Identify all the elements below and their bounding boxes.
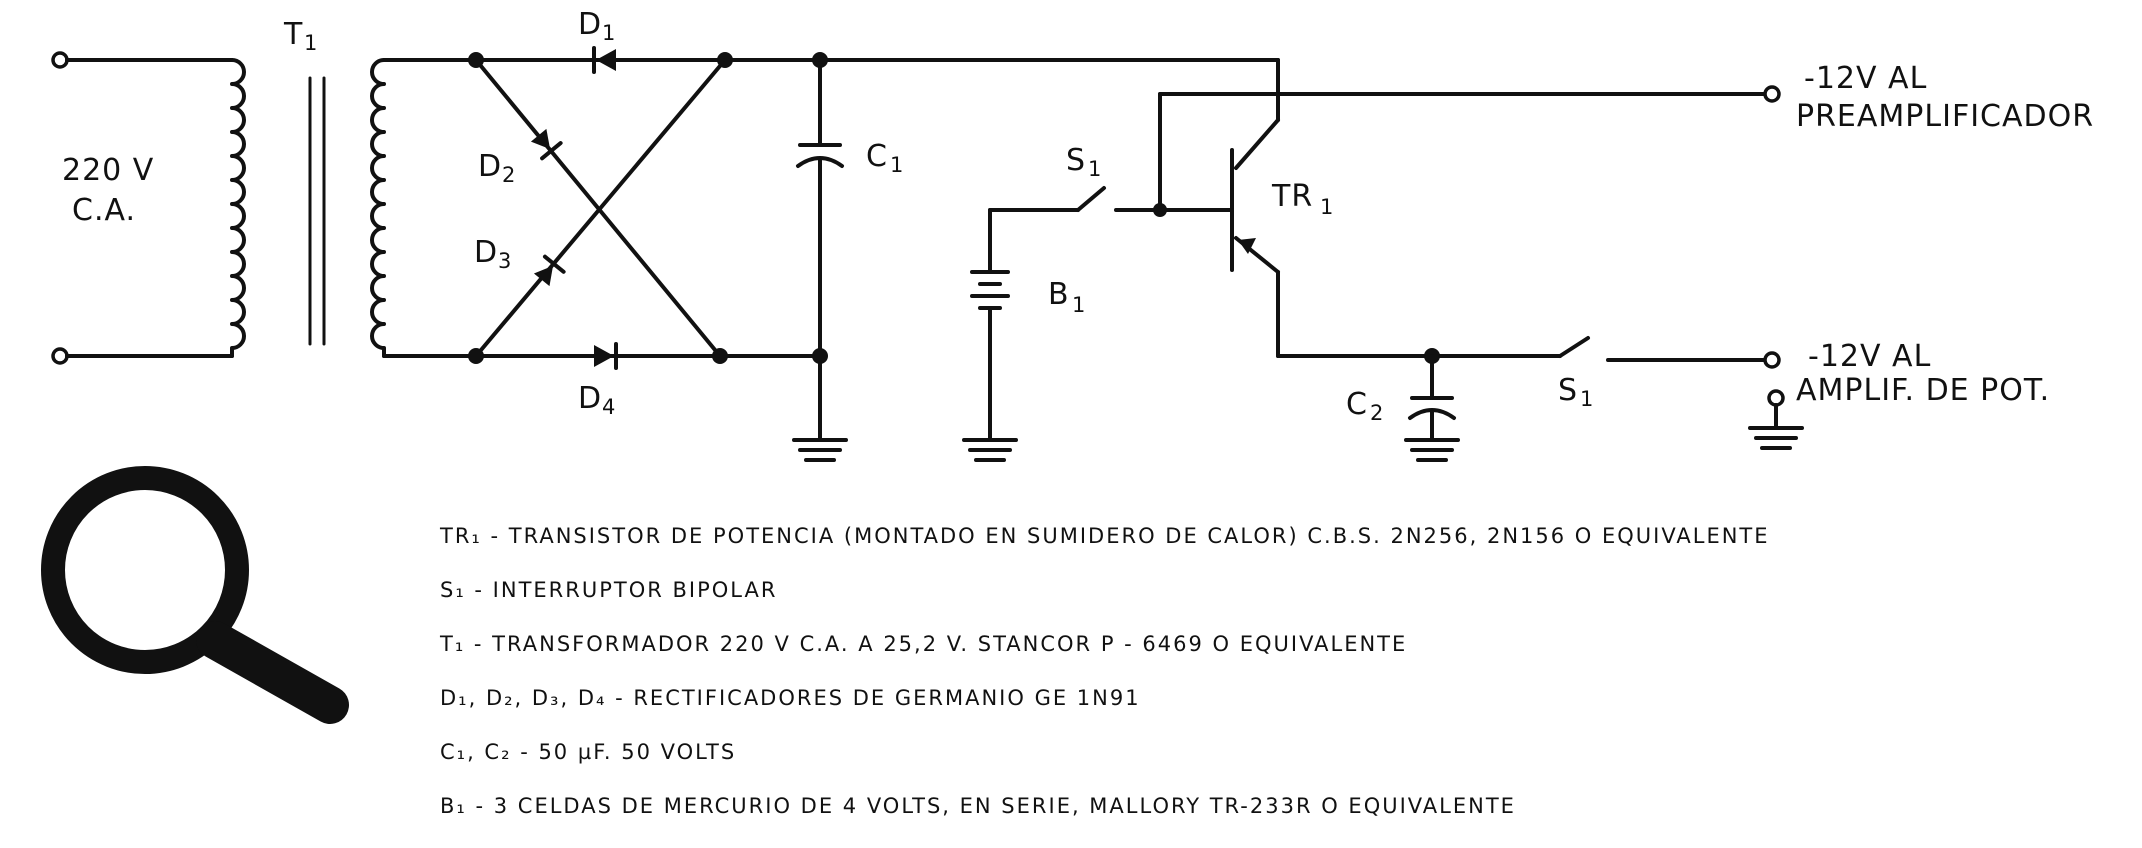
svg-text:1: 1 [890,153,903,177]
legend-line-s1: S₁ - INTERRUPTOR BIPOLAR [440,578,778,602]
s1-bottom-label: S [1558,373,1578,408]
svg-text:3: 3 [498,249,511,273]
d3-label: D [474,235,498,270]
node-bridge-bottom-left [468,348,484,364]
ground-c1 [792,438,848,462]
svg-text:4: 4 [602,395,615,419]
transformer-label: T [283,17,303,52]
diode-d2 [530,128,563,161]
emitter-arrow [1238,238,1256,254]
svg-text:1: 1 [602,21,615,45]
preamp-output: -12V AL PREAMPLIFICADOR [1158,61,2094,212]
power-amp-voltage-label: -12V AL [1808,339,1931,374]
legend-line-battery: B₁ - 3 CELDAS DE MERCURIO DE 4 VOLTS, EN… [440,794,1516,818]
ac-input: 220 V C.A. [51,51,234,365]
svg-text:1: 1 [1072,293,1085,317]
b1-label: B [1048,277,1070,312]
node-bridge-top-left [468,52,484,68]
tr1-label: TR [1271,179,1313,214]
battery-b1 [970,270,1010,310]
ground-b1 [962,438,1018,462]
collector-lead [1234,118,1280,170]
s1-top-label: S [1066,143,1086,178]
d1-label: D [578,7,602,42]
diode-d1 [592,46,616,74]
transistor-tr1: TR 1 [1153,58,1333,358]
svg-text:1: 1 [1580,387,1593,411]
preamp-voltage-label: -12V AL [1804,61,1927,96]
diode-d3 [533,254,566,287]
switch-s1-bottom-blade [1558,336,1590,358]
d2-label: D [478,149,502,184]
svg-text:1: 1 [1088,157,1101,181]
node-c1-bottom [812,348,828,364]
ground-output [1748,426,1804,450]
c1-label: C [866,139,888,174]
secondary-winding [370,58,386,358]
preamp-destination-label: PREAMPLIFICADOR [1796,99,2094,134]
legend-line-t1: T₁ - TRANSFORMADOR 220 V C.A. A 25,2 V. … [440,632,1408,656]
power-amp-destination-label: AMPLIF. DE POT. [1796,373,2050,408]
svg-text:1: 1 [1320,195,1333,219]
preamp-output-terminal[interactable] [1763,85,1781,103]
svg-text:1: 1 [304,31,317,55]
power-amp-output: C 2 S 1 -12V AL AMPLIF. DE POT. [1276,336,2050,462]
diode-d4 [594,342,618,370]
c2-label: C [1346,387,1368,422]
bridge-rectifier: D 1 D 2 D 3 D 4 [382,7,733,419]
d4-label: D [578,381,602,416]
power-amp-ground-terminal[interactable] [1767,389,1785,407]
primary-winding [230,58,246,358]
svg-text:2: 2 [1370,401,1383,425]
ground-c2 [1404,438,1460,462]
input-terminal-top[interactable] [51,51,69,69]
svg-text:2: 2 [502,163,515,187]
input-voltage-label: 220 V [62,153,154,188]
magnifier-icon[interactable] [41,466,349,724]
transformer-t1: T 1 [230,17,386,358]
legend-line-tr1: TR₁ - TRANSISTOR DE POTENCIA (MONTADO EN… [440,524,1770,548]
power-amp-output-terminal[interactable] [1763,351,1781,369]
switch-s1-battery: S 1 B 1 [962,143,1162,462]
legend-line-diodes: D₁, D₂, D₃, D₄ - RECTIFICADORES DE GERMA… [440,686,1141,710]
capacitor-c1-section: C 1 [718,52,1280,462]
legend-line-capacitors: C₁, C₂ - 50 µF. 50 VOLTS [440,740,737,764]
switch-s1-top-blade [1076,186,1106,212]
input-voltage-type-label: C.A. [72,193,136,228]
input-terminal-bottom[interactable] [51,347,69,365]
